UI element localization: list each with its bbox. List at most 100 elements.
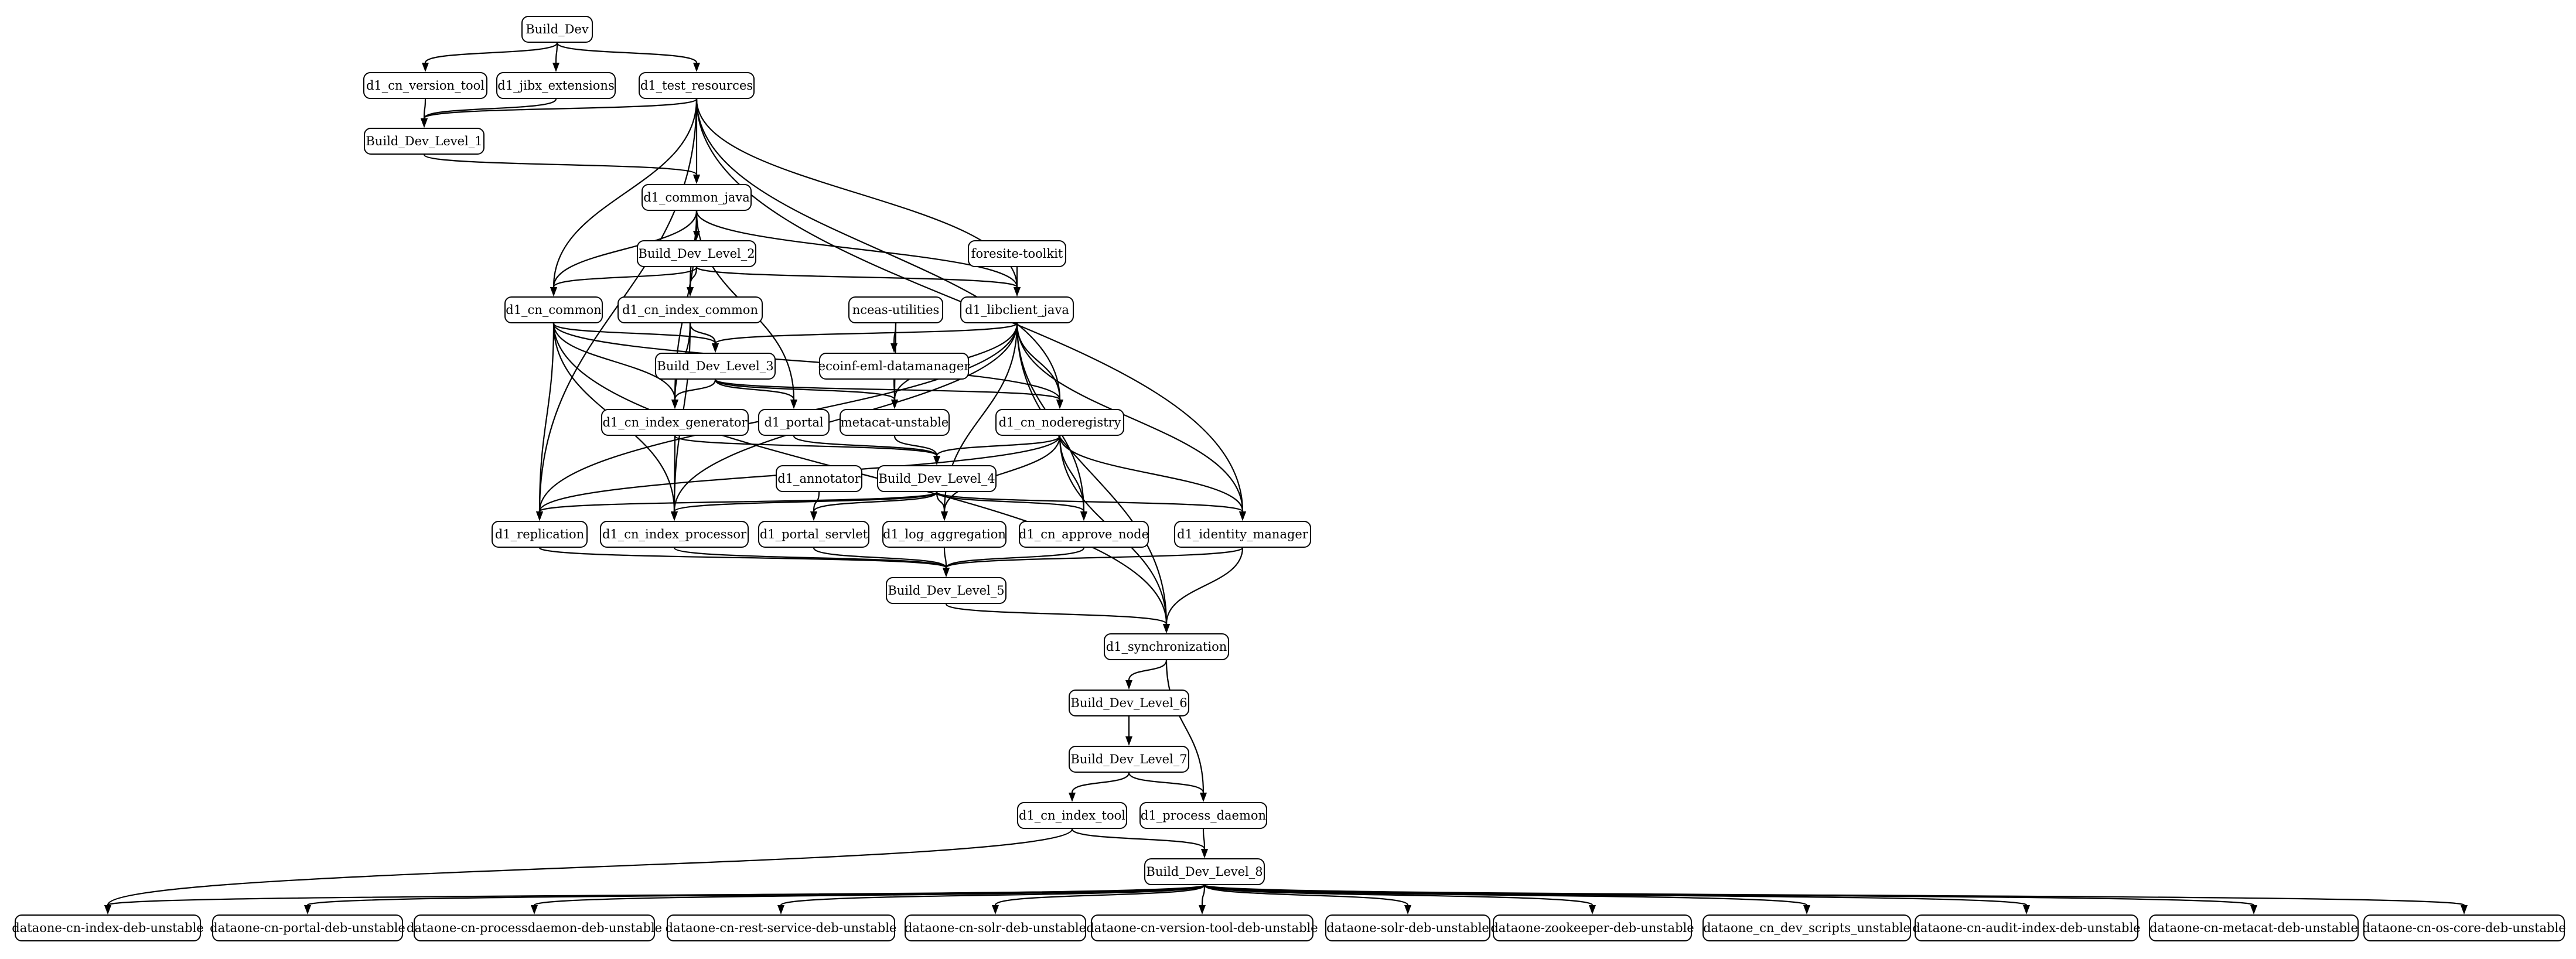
node-d1-cn-index-processor[interactable]: d1_cn_index_processor (600, 521, 749, 548)
node-build-dev-level-6[interactable]: Build_Dev_Level_6 (1069, 690, 1189, 716)
arrowhead-build_dev_level_8-to-dataone_cn_metacat_deb_unstable (2250, 905, 2257, 914)
edge-d1_portal_servlet-to-build_dev_level_5 (813, 547, 947, 568)
node-dataone-solr-deb-unstable[interactable]: dataone-solr-deb-unstable (1325, 914, 1490, 941)
edge-build_dev_level_4-to-d1_log_aggregation (936, 492, 946, 512)
node-d1-cn-index-generator[interactable]: d1_cn_index_generator (601, 409, 749, 436)
node-foresite-toolkit[interactable]: foresite-toolkit (968, 240, 1066, 267)
arrowhead-d1_synchronization-to-build_dev_level_6 (1125, 680, 1132, 690)
node-build-dev-level-1[interactable]: Build_Dev_Level_1 (364, 128, 485, 155)
arrowhead-build_dev_level_8-to-dataone_cn_rest_service_deb_unstable (777, 905, 784, 914)
node-d1-process-daemon[interactable]: d1_process_daemon (1139, 802, 1267, 829)
node-build-dev-level-3[interactable]: Build_Dev_Level_3 (655, 353, 776, 380)
edge-d1_synchronization-to-build_dev_level_6 (1128, 660, 1168, 681)
edge-build_dev_level_8-to-dataone_cn_index_deb_unstable (107, 884, 1206, 906)
edge-d1_cn_index_generator-to-d1_cn_index_processor (673, 435, 676, 512)
arrowhead-build_dev_level_6-to-build_dev_level_7 (1125, 736, 1132, 746)
edge-build_dev_level_8-to-dataone_cn_version_tool_deb_unstable (1201, 885, 1206, 906)
node-d1-cn-common[interactable]: d1_cn_common (504, 296, 603, 323)
node-dataone-cn-dev-scripts-unstable[interactable]: dataone_cn_dev_scripts_unstable (1702, 914, 1911, 941)
node-dataone-cn-solr-deb-unstable[interactable]: dataone-cn-solr-deb-unstable (905, 914, 1086, 941)
edge-d1_synchronization-to-d1_process_daemon (1165, 660, 1205, 793)
edge-metacat_unstable-to-build_dev_level_4 (893, 435, 938, 456)
node-d1-annotator[interactable]: d1_annotator (776, 465, 862, 492)
node-nceas-utilities[interactable]: nceas-utilities (848, 296, 943, 323)
edge-d1_cn_version_tool-to-build_dev_level_1 (423, 98, 427, 119)
node-d1-test-resources[interactable]: d1_test_resources (639, 72, 755, 99)
node-build-dev-level-7[interactable]: Build_Dev_Level_7 (1069, 746, 1189, 773)
arrowhead-build_dev_level_2-to-d1_cn_index_common (687, 287, 694, 296)
node-d1-identity-manager[interactable]: d1_identity_manager (1174, 521, 1311, 548)
node-build-dev[interactable]: Build_Dev (521, 16, 593, 43)
edge-build_dev_level_4-to-d1_cn_index_processor (673, 491, 938, 513)
edge-d1_log_aggregation-to-build_dev_level_5 (943, 547, 947, 568)
edge-d1_identity_manager-to-d1_synchronization (1165, 547, 1244, 624)
edge-d1_cn_index_generator-to-build_dev_level_4 (674, 435, 938, 457)
edge-build_dev_level_7-to-d1_process_daemon (1128, 772, 1205, 793)
edge-build_dev_level_8-to-dataone_cn_processdaemon_deb_unstable (533, 884, 1206, 906)
node-d1-cn-noderegistry[interactable]: d1_cn_noderegistry (995, 409, 1124, 436)
node-d1-log-aggregation[interactable]: d1_log_aggregation (882, 521, 1006, 548)
edge-d1_test_resources-to-build_dev_level_1 (423, 98, 698, 120)
node-dataone-cn-os-core-deb-unstable[interactable]: dataone-cn-os-core-deb-unstable (2362, 914, 2566, 941)
edge-build_dev_level_4-to-d1_portal_servlet (813, 492, 938, 512)
node-d1-cn-index-tool[interactable]: d1_cn_index_tool (1017, 802, 1127, 829)
node-dataone-cn-audit-index-deb-unstable[interactable]: dataone-cn-audit-index-deb-unstable (1912, 914, 2141, 941)
node-build-dev-level-2[interactable]: Build_Dev_Level_2 (637, 240, 756, 267)
arrowhead-build_dev_level_5-to-d1_synchronization (1163, 624, 1170, 633)
node-d1-cn-version-tool[interactable]: d1_cn_version_tool (363, 72, 487, 99)
arrowhead-build_dev_level_8-to-dataone_cn_index_deb_unstable (104, 905, 111, 914)
node-ecoinf-eml-datamanager[interactable]: ecoinf-eml-datamanager (818, 353, 970, 380)
node-d1-libclient-java[interactable]: d1_libclient_java (960, 296, 1074, 323)
arrowhead-nceas_utilities-to-ecoinf_eml_datamanager (890, 343, 898, 353)
edge-d1_cn_index_common-to-build_dev_level_3 (689, 323, 716, 344)
node-d1-jibx-extensions[interactable]: d1_jibx_extensions (496, 72, 616, 99)
edge-build_dev_level_8-to-dataone_cn_os_core_deb_unstable (1203, 884, 2465, 906)
edge-d1_libclient_java-to-d1_identity_manager (1016, 323, 1244, 512)
edge-d1_cn_common-to-build_dev_level_3 (552, 323, 716, 344)
edge-d1_test_resources-to-d1_cn_noderegistry (695, 98, 1061, 400)
node-d1-cn-approve-node[interactable]: d1_cn_approve_node (1019, 521, 1149, 548)
node-build-dev-level-8[interactable]: Build_Dev_Level_8 (1144, 858, 1265, 885)
node-build-dev-level-5[interactable]: Build_Dev_Level_5 (886, 577, 1006, 604)
arrowhead-d1_test_resources-to-build_dev_level_1 (421, 118, 428, 128)
arrowhead-build_dev_level_8-to-dataone_cn_os_core_deb_unstable (2461, 905, 2468, 914)
edge-d1_portal-to-build_dev_level_4 (793, 435, 938, 456)
edge-d1_identity_manager-to-build_dev_level_5 (945, 547, 1244, 569)
arrowhead-build_dev_level_4-to-d1_replication (536, 511, 543, 521)
edge-build_dev_level_4-to-d1_replication (538, 491, 938, 513)
node-metacat-unstable[interactable]: metacat-unstable (840, 409, 950, 436)
node-d1-portal-servlet[interactable]: d1_portal_servlet (758, 521, 869, 548)
node-dataone-cn-version-tool-deb-unstable[interactable]: dataone-cn-version-tool-deb-unstable (1086, 914, 1318, 941)
node-dataone-cn-portal-deb-unstable[interactable]: dataone-cn-portal-deb-unstable (210, 914, 405, 941)
node-build-dev-level-4[interactable]: Build_Dev_Level_4 (877, 465, 997, 492)
arrowhead-build_dev-to-d1_cn_version_tool (422, 63, 429, 72)
node-d1-portal[interactable]: d1_portal (758, 409, 830, 436)
edge-build_dev-to-d1_jibx_extensions (555, 42, 558, 63)
edge-d1_replication-to-build_dev_level_5 (538, 547, 947, 569)
node-dataone-cn-processdaemon-deb-unstable[interactable]: dataone-cn-processdaemon-deb-unstable (407, 914, 662, 941)
arrowhead-build_dev_level_2-to-d1_cn_common (550, 287, 557, 296)
edge-build_dev_level_3-to-d1_portal (714, 379, 795, 400)
node-d1-cn-index-common[interactable]: d1_cn_index_common (617, 296, 763, 323)
edge-build_dev_level_8-to-dataone_zookeeper_deb_unstable (1203, 884, 1594, 906)
arrowhead-build_dev_level_4-to-d1_identity_manager (1239, 511, 1246, 521)
arrowhead-build_dev_level_8-to-dataone_zookeeper_deb_unstable (1589, 905, 1596, 914)
node-dataone-cn-rest-service-deb-unstable[interactable]: dataone-cn-rest-service-deb-unstable (666, 914, 896, 941)
arrowhead-build_dev_level_8-to-dataone_solr_deb_unstable (1404, 905, 1411, 914)
edge-d1_cn_common-to-d1_cn_index_generator (552, 323, 676, 400)
edge-build_dev_level_5-to-d1_synchronization (945, 603, 1168, 625)
node-dataone-cn-metacat-deb-unstable[interactable]: dataone-cn-metacat-deb-unstable (2149, 914, 2359, 941)
edge-build_dev_level_2-to-d1_libclient_java (695, 266, 1018, 288)
node-d1-synchronization[interactable]: d1_synchronization (1104, 633, 1229, 660)
edge-build_dev_level_8-to-dataone_solr_deb_unstable (1203, 884, 1409, 906)
arrowhead-build_dev_level_4-to-d1_cn_approve_node (1080, 511, 1087, 521)
edge-d1_libclient_java-to-d1_cn_noderegistry (1016, 323, 1061, 400)
node-d1-common-java[interactable]: d1_common_java (642, 184, 752, 211)
arrowhead-d1_identity_manager-to-build_dev_level_5 (943, 568, 950, 577)
arrowhead-build_dev_level_3-to-d1_cn_index_generator (671, 400, 678, 409)
edge-build_dev_level_4-to-d1_cn_approve_node (936, 492, 1085, 512)
arrowhead-build_dev-to-d1_test_resources (693, 63, 700, 72)
node-dataone-zookeeper-deb-unstable[interactable]: dataone-zookeeper-deb-unstable (1490, 914, 1694, 941)
node-d1-replication[interactable]: d1_replication (492, 521, 588, 548)
node-dataone-cn-index-deb-unstable[interactable]: dataone-cn-index-deb-unstable (12, 914, 204, 941)
